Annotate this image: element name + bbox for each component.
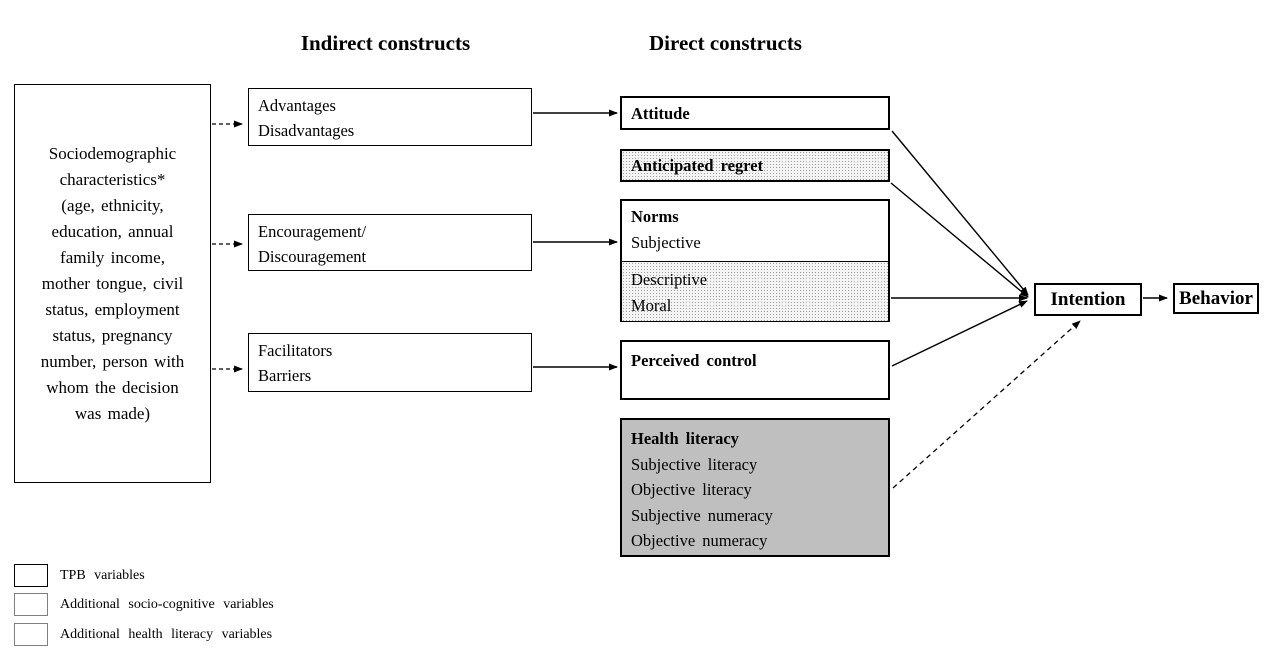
health-literacy-item: Objective literacy	[631, 480, 752, 499]
legend-swatch-white	[14, 564, 48, 587]
anticipated-regret-box: Anticipated regret	[620, 149, 890, 182]
norms-item: Moral	[631, 296, 672, 315]
attitude-box: Attitude	[620, 96, 890, 130]
legend-item-health-literacy: Additional health literacy variables	[14, 623, 272, 646]
health-literacy-item: Subjective literacy	[631, 454, 758, 474]
box-text-line: Discouragement	[258, 247, 367, 266]
health-literacy-item: Subjective numeracy	[631, 505, 773, 525]
sociodemographic-text-line: Sociodemographic	[48, 143, 177, 163]
box-text-line: Disadvantages	[258, 121, 355, 140]
norms-box: Norms Subjective Descriptive Moral	[620, 199, 890, 322]
advantages-disadvantages-box: Advantages Disadvantages	[248, 88, 532, 146]
intention-box: Intention	[1034, 283, 1142, 316]
attitude-title: Attitude	[631, 103, 690, 123]
box-text-line: Facilitators	[258, 341, 333, 360]
perceived-control-title: Perceived control	[631, 351, 757, 370]
intention-title: Intention	[1050, 289, 1126, 310]
sociodemographic-text-line: number, person with	[40, 351, 185, 371]
arrow-attitude-to-intention	[891, 130, 1029, 296]
arrow-health-literacy-to-intention	[892, 320, 1081, 489]
health-literacy-item: Objective numeracy	[631, 531, 768, 550]
behavior-box: Behavior	[1173, 283, 1259, 314]
sociodemographic-text-line: whom the decision	[46, 377, 179, 397]
sociodemographic-text-line: (age, ethnicity,	[61, 195, 164, 215]
sociodemographic-text-line: was made)	[74, 403, 151, 423]
legend-item-socio-cognitive: Additional socio-cognitive variables	[14, 593, 274, 616]
arrow-perceived-control-to-intention	[891, 300, 1028, 367]
legend-label: Additional socio-cognitive variables	[60, 596, 274, 612]
norms-descriptive-moral-section: Descriptive Moral	[622, 261, 888, 321]
anticipated-regret-title: Anticipated regret	[631, 156, 764, 175]
norms-title: Norms	[631, 207, 679, 226]
box-text-line: Advantages	[258, 96, 336, 115]
box-text-line: Encouragement/	[258, 222, 367, 241]
sociodemographic-text-line: mother tongue, civil	[41, 273, 184, 293]
sociodemographic-box: Sociodemographic characteristics* (age, …	[14, 84, 211, 483]
norms-item: Descriptive	[631, 270, 708, 289]
encouragement-discouragement-box: Encouragement/ Discouragement	[248, 214, 532, 271]
header-indirect-constructs: Indirect constructs	[300, 31, 471, 55]
health-literacy-title: Health literacy	[631, 429, 739, 448]
sociodemographic-text-line: characteristics*	[59, 169, 166, 189]
sociodemographic-text-line: education, annual	[51, 221, 174, 241]
legend-swatch-dotted	[14, 593, 48, 616]
norms-item: Subjective	[631, 233, 701, 252]
legend-label: TPB variables	[60, 567, 145, 583]
box-text-line: Barriers	[258, 366, 312, 385]
norms-subjective-section: Norms Subjective	[622, 201, 888, 261]
header-direct-constructs: Direct constructs	[649, 31, 802, 55]
health-literacy-box: Health literacy Subjective literacy Obje…	[620, 418, 890, 557]
arrow-anticipated-regret-to-intention	[890, 182, 1029, 298]
sociodemographic-text-line: status, employment	[45, 299, 180, 319]
sociodemographic-text-line: family income,	[60, 247, 165, 267]
facilitators-barriers-box: Facilitators Barriers	[248, 333, 532, 392]
legend-label: Additional health literacy variables	[60, 626, 273, 642]
sociodemographic-text-line: status, pregnancy	[52, 325, 173, 345]
perceived-control-box: Perceived control	[620, 340, 890, 400]
behavior-title: Behavior	[1179, 288, 1253, 309]
legend-item-tpb: TPB variables	[14, 564, 145, 587]
legend-swatch-gray	[14, 623, 48, 646]
